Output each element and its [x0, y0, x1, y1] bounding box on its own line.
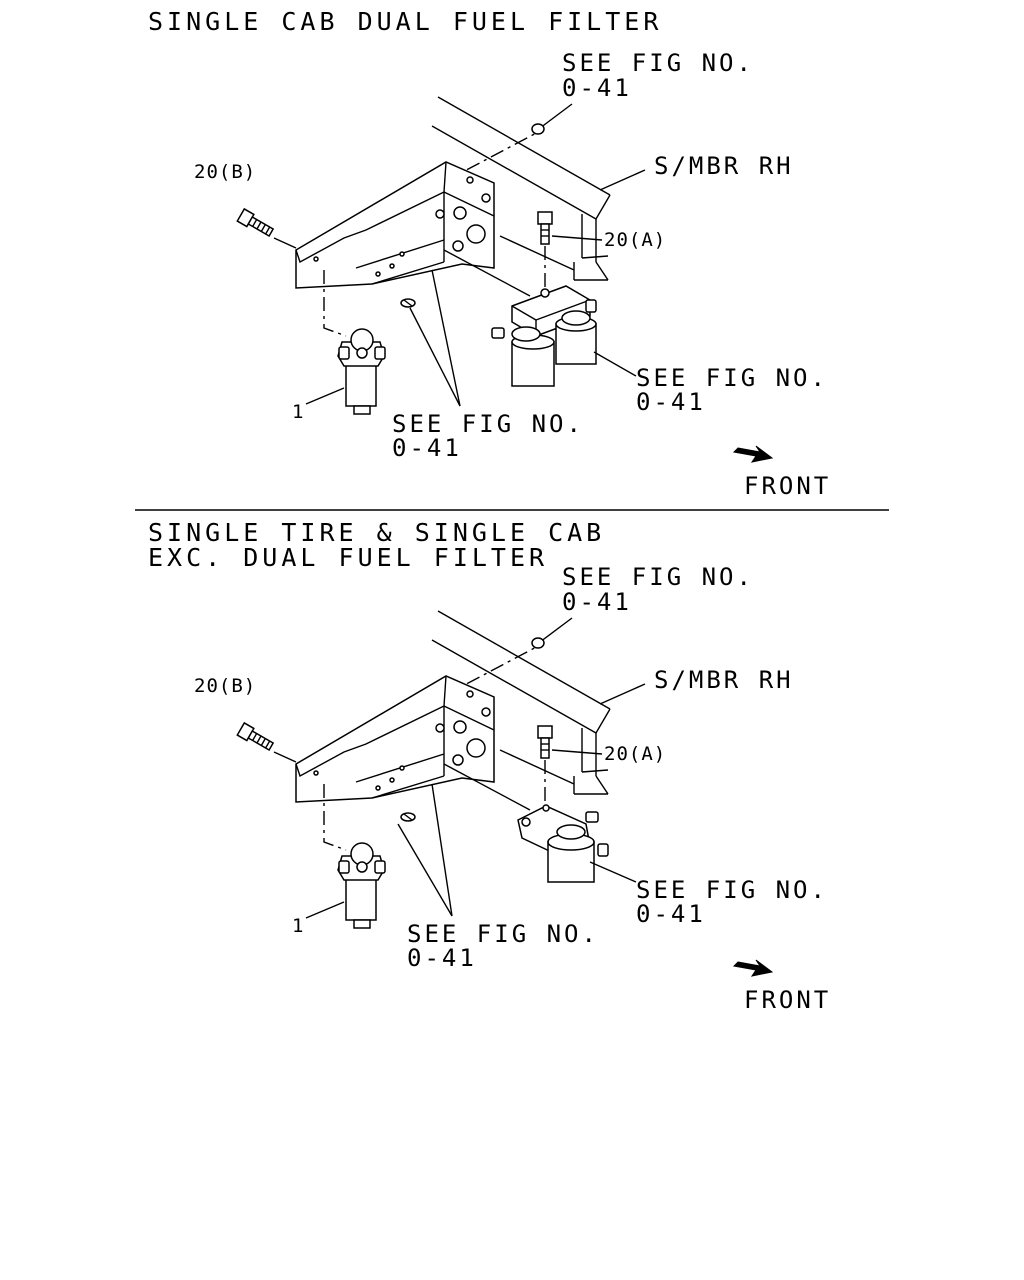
bolt-a-label: 20(A)	[604, 743, 666, 765]
ref-filter-line1: SEE FIG NO.	[636, 364, 828, 392]
dual-fuel-filter-drawing	[491, 285, 597, 387]
ref-filter-line1: SEE FIG NO.	[636, 876, 828, 904]
front-label: FRONT	[744, 472, 831, 500]
section-title-line2: EXC. DUAL FUEL FILTER	[148, 543, 548, 572]
bolt-b-label: 20(B)	[194, 675, 256, 697]
ref-bottom-line2: 0-41	[407, 944, 477, 972]
member-label: S/MBR RH	[654, 666, 794, 694]
ref-filter-line2: 0-41	[636, 388, 706, 416]
section-title-line1: SINGLE TIRE & SINGLE CAB	[148, 518, 605, 547]
section-title: SINGLE CAB DUAL FUEL FILTER	[148, 7, 662, 36]
bolt-b-label: 20(B)	[194, 161, 256, 183]
front-label: FRONT	[744, 986, 831, 1014]
ref-bottom-line1: SEE FIG NO.	[407, 920, 599, 948]
ref-top-line1: SEE FIG NO.	[562, 563, 754, 591]
member-label: S/MBR RH	[654, 152, 794, 180]
ref-top-line2: 0-41	[562, 74, 632, 102]
bolt-a-label: 20(A)	[604, 229, 666, 251]
single-fuel-filter-drawing	[517, 804, 609, 883]
ref-bottom-line2: 0-41	[392, 434, 462, 462]
ref-top-line1: SEE FIG NO.	[562, 49, 754, 77]
ref-top-line2: 0-41	[562, 588, 632, 616]
part-1-label: 1	[292, 401, 304, 423]
ref-bottom-line1: SEE FIG NO.	[392, 410, 584, 438]
section-single-fuel-filter: SINGLE TIRE & SINGLE CAB EXC. DUAL FUEL …	[148, 518, 831, 1014]
part-1-label: 1	[292, 915, 304, 937]
ref-filter-line2: 0-41	[636, 900, 706, 928]
section-dual-fuel-filter: SINGLE CAB DUAL FUEL FILTER SEE FIG NO. …	[148, 7, 831, 500]
